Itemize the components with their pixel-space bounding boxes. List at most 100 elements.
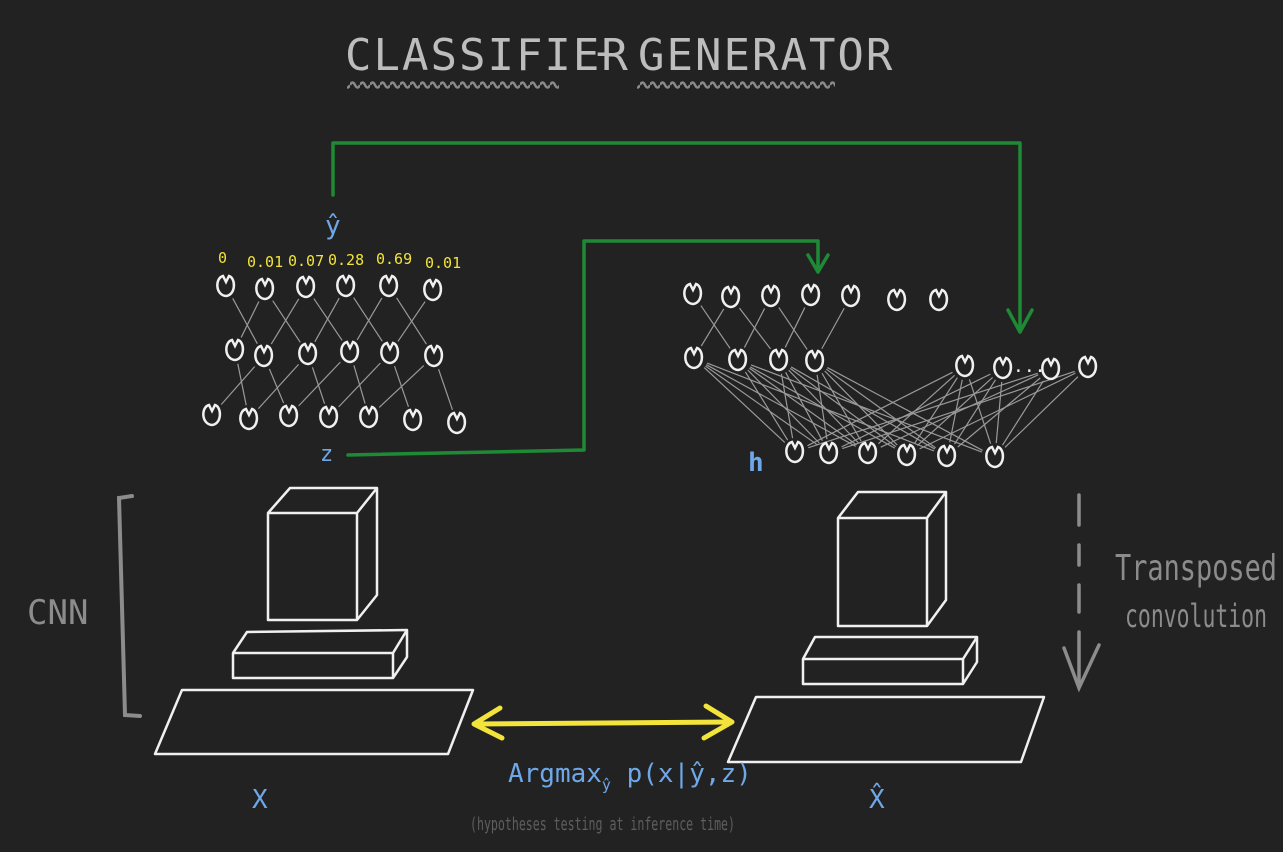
objective-subscript: ŷ xyxy=(602,776,611,794)
title-dash: - xyxy=(590,26,619,77)
prob-label: 0.01 xyxy=(247,253,283,271)
generator-edges xyxy=(700,305,1079,453)
neuron xyxy=(279,404,299,428)
network-edge xyxy=(821,307,845,350)
neuron xyxy=(424,344,444,368)
network-edge xyxy=(784,307,806,348)
network-edge xyxy=(268,368,285,404)
network-edge xyxy=(780,373,794,439)
neuron xyxy=(769,348,789,372)
neuron xyxy=(1078,355,1098,379)
network-edge xyxy=(808,372,1038,449)
network-edge xyxy=(954,379,996,445)
cnn-bracket xyxy=(116,494,142,718)
neuron xyxy=(254,344,274,368)
neuron xyxy=(202,403,222,427)
network-edge xyxy=(807,371,953,447)
network-edge xyxy=(220,366,256,405)
network-edge xyxy=(842,370,1075,450)
y-hat-to-generator-arrow xyxy=(331,141,1022,332)
title-generator-underline xyxy=(637,80,835,90)
z-arrowhead xyxy=(806,253,830,274)
neuron xyxy=(985,445,1005,469)
title: CLASSIFIER - GENERATOR xyxy=(345,26,892,90)
prob-label: 0.07 xyxy=(288,252,324,270)
deconv-cube-block xyxy=(836,490,948,628)
classifier-edges xyxy=(220,297,454,410)
network-edge xyxy=(397,301,426,342)
y-hat-label: ŷ xyxy=(325,211,341,241)
neuron xyxy=(296,275,316,299)
network-edge xyxy=(880,374,1039,448)
network-edge xyxy=(298,361,341,407)
network-edge xyxy=(353,297,383,342)
prob-label: 0.69 xyxy=(376,250,412,268)
z-label: z xyxy=(320,442,333,467)
neuron xyxy=(993,356,1013,380)
neuron xyxy=(216,274,236,298)
network-edge xyxy=(821,372,862,442)
neuron xyxy=(819,441,839,465)
network-edge xyxy=(743,308,766,348)
neuron xyxy=(858,441,878,465)
neuron xyxy=(683,282,703,306)
network-edge xyxy=(827,367,983,451)
network-edge xyxy=(237,363,247,406)
inference-note: (hypotheses testing at inference time) xyxy=(470,814,735,835)
network-edge xyxy=(914,377,958,444)
neuron xyxy=(298,342,318,366)
prob-label: 0.28 xyxy=(328,251,364,269)
network-edge xyxy=(744,371,789,441)
network-edge xyxy=(232,298,258,344)
output-x-hat-label: X̂ xyxy=(869,781,885,815)
network-edge xyxy=(705,365,818,446)
prob-label: 0 xyxy=(218,249,227,267)
network-edge xyxy=(378,365,425,408)
reconstruction-double-arrow xyxy=(471,703,735,741)
neuron xyxy=(805,349,825,373)
transposed-label-line2: convolution xyxy=(1125,597,1267,635)
title-classifier-underline xyxy=(347,80,559,90)
probability-labels: 0 0.01 0.07 0.28 0.69 0.01 xyxy=(218,249,461,272)
network-edge xyxy=(785,372,823,441)
neuron xyxy=(801,283,821,307)
network-edge xyxy=(437,369,454,410)
network-edge xyxy=(841,373,991,448)
neuron xyxy=(225,338,245,362)
output-image-plane xyxy=(726,695,1046,764)
neuron xyxy=(379,274,399,298)
network-edge xyxy=(314,297,340,343)
neuron xyxy=(841,284,861,308)
title-classifier: CLASSIFIER xyxy=(345,30,630,81)
neuron xyxy=(255,277,275,301)
network-edge xyxy=(1004,376,1079,448)
network-edge xyxy=(700,308,725,347)
network-edge xyxy=(749,367,857,446)
network-edge xyxy=(790,366,936,450)
objective-rest: p(x|ŷ,z) xyxy=(611,759,752,789)
input-image-plane xyxy=(153,688,475,756)
network-edge xyxy=(968,379,992,444)
classifier-cnn-stack xyxy=(153,486,475,756)
network-edge xyxy=(257,363,300,410)
network-edge xyxy=(1002,380,1044,446)
z-to-generator-arrow xyxy=(346,239,820,457)
neuron xyxy=(728,348,748,372)
neuron xyxy=(359,405,379,429)
neuron xyxy=(897,443,917,467)
neuron xyxy=(403,408,423,432)
network-edge xyxy=(338,362,381,408)
cnn-cube-block xyxy=(266,486,379,622)
deconv-flat-block xyxy=(801,635,979,686)
green-arrows xyxy=(331,141,1034,457)
neuron xyxy=(1041,357,1061,381)
network-edge xyxy=(778,307,808,350)
transposed-label-line1: Transposed xyxy=(1115,548,1277,589)
cnn-label: CNN xyxy=(27,593,88,633)
network-edge xyxy=(824,370,898,446)
neuron xyxy=(340,340,360,364)
y-hat-arrowhead xyxy=(1006,308,1034,334)
prob-label: 0.01 xyxy=(425,254,461,272)
neuron xyxy=(721,285,741,309)
